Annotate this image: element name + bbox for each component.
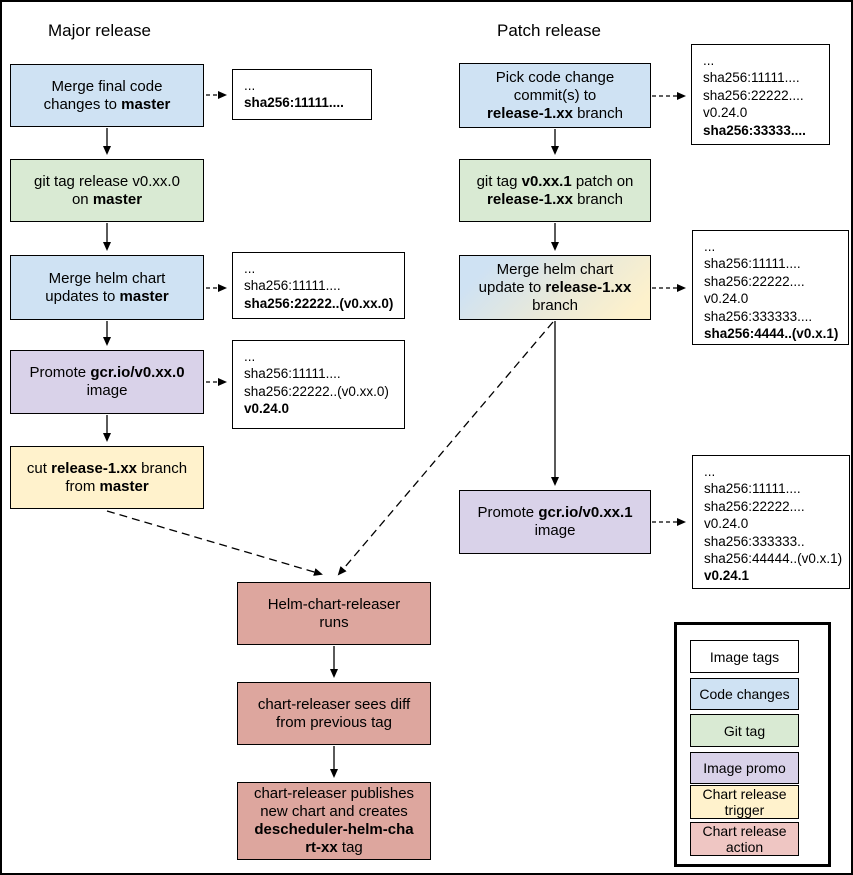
note-patch-2: ...sha256:11111....sha256:22222....v0.24… bbox=[692, 230, 849, 345]
legend-item-chart-release-action: Chart release action bbox=[690, 822, 799, 856]
note-major-3: ...sha256:11111....sha256:22222..(v0.xx.… bbox=[232, 340, 405, 429]
note-major-1: ...sha256:11111.... bbox=[232, 69, 372, 120]
legend-item-image-promo: Image promo bbox=[690, 752, 799, 784]
note-major-2: ...sha256:11111....sha256:22222..(v0.xx.… bbox=[232, 252, 405, 319]
arrow-trigger-from-cut-branch bbox=[106, 510, 323, 576]
note-patch-3: ...sha256:11111....sha256:22222....v0.24… bbox=[692, 455, 850, 589]
legend-item-chart-release-trigger: Chart release trigger bbox=[690, 785, 799, 819]
legend-item-code-changes: Code changes bbox=[690, 678, 799, 710]
heading-patch-release: Patch release bbox=[497, 21, 601, 40]
legend-item-image-tags: Image tags bbox=[690, 640, 799, 673]
note-patch-1: ...sha256:11111....sha256:22222....v0.24… bbox=[691, 44, 830, 145]
heading-major-release: Major release bbox=[48, 21, 151, 40]
legend-item-git-tag: Git tag bbox=[690, 714, 799, 747]
